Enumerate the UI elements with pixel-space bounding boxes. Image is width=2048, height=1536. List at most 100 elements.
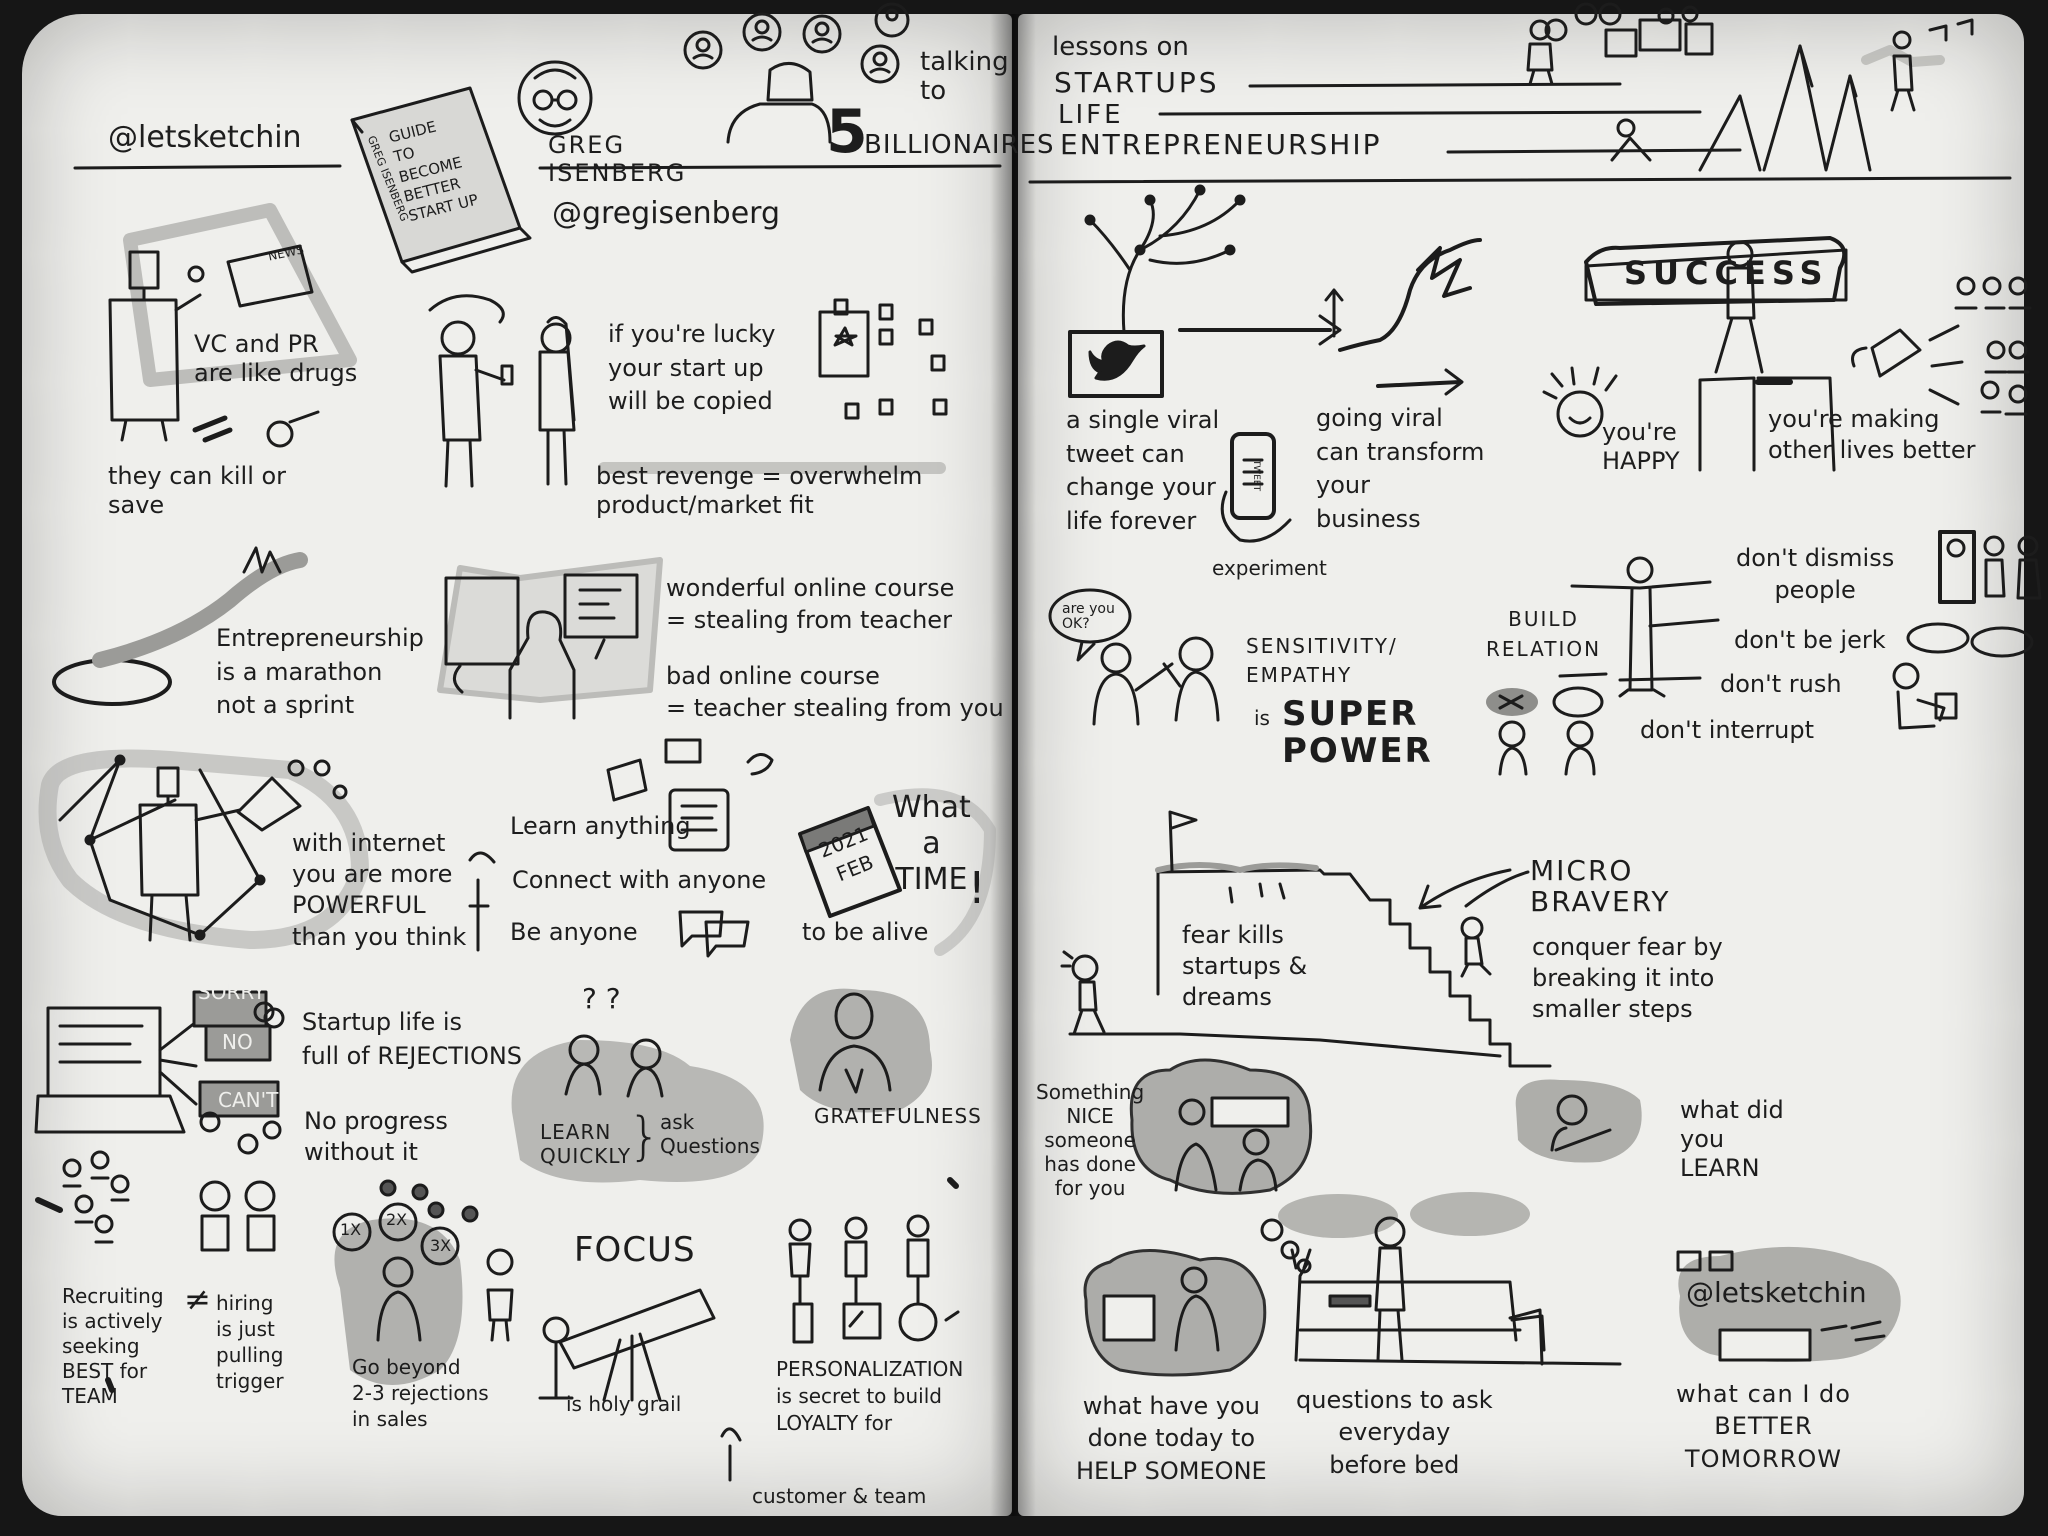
are-you-ok-bubble: are you OK?	[1062, 601, 1115, 633]
dont-jerk-text: don't be jerk	[1734, 626, 1886, 654]
talking-to-label: talking to	[920, 47, 1009, 106]
micro-bravery-title: MICRO BRAVERY	[1530, 854, 1671, 918]
internet-illustration	[38, 749, 369, 949]
notebook-gutter	[990, 14, 1036, 1516]
internet-text: with internet you are more POWERFUL than…	[292, 829, 467, 951]
rejections-text: Startup life is full of REJECTIONS	[302, 1008, 523, 1070]
book-icon	[350, 86, 532, 274]
what-did-learn-text: what did you LEARN	[1680, 1096, 1784, 1182]
something-nice-text: Something NICE someone has done for you	[1036, 1080, 1145, 1200]
lessons-on-label: lessons on	[1052, 32, 1189, 62]
not-equal-sign: ≠	[184, 1280, 211, 1318]
viral-tweet-illustration	[1068, 184, 1482, 543]
phone-label: TWEET	[1251, 459, 1262, 492]
better-tomorrow-text: what can I do BETTER TOMORROW	[1676, 1380, 1851, 1473]
is-word: is	[1254, 706, 1270, 730]
happy-text: you're HAPPY	[1602, 418, 1680, 475]
question-marks: ? ?	[582, 982, 621, 1015]
what-a-time-text: What a TIME	[892, 790, 971, 897]
conquer-text: conquer fear by breaking it into smaller…	[1532, 933, 1723, 1024]
avatar-icon	[517, 60, 593, 136]
billionaires-number: 5	[826, 97, 868, 167]
header-underline-left	[73, 164, 1002, 170]
connect-text: Connect with anyone	[512, 866, 767, 894]
vc-pr-illustration	[108, 203, 357, 448]
build-relation-text: BUILD RELATION	[1486, 607, 1602, 661]
empathy-illustration	[1048, 588, 1220, 726]
ask-questions-text: ask Questions	[660, 1110, 760, 1159]
to-be-alive-text: to be alive	[802, 918, 929, 946]
making-lives-text: you're making other lives better	[1768, 405, 1976, 465]
topic-lines	[1028, 82, 2012, 184]
learn-quickly-text: LEARN QUICKLY	[540, 1120, 632, 1169]
exclaim-mark: !	[968, 863, 986, 914]
marathon-illustration	[52, 546, 308, 706]
multiplier-1x: 1X	[340, 1220, 362, 1239]
rejection-sorry: SORRY	[198, 980, 266, 1004]
going-viral-text: going viral can transform your business	[1316, 404, 1485, 533]
handle-text: @letsketchin	[108, 120, 302, 155]
course-bad-text: bad online course = teacher stealing fro…	[666, 662, 1004, 723]
telescope-icon	[538, 1288, 716, 1402]
topic-startups: STARTUPS	[1054, 66, 1220, 99]
success-illustration	[1542, 236, 2032, 472]
superpower-text: SUPER POWER	[1282, 694, 1433, 772]
gratefulness-illustration	[790, 988, 932, 1113]
beyond-text: Go beyond 2-3 rejections in sales	[352, 1355, 489, 1431]
success-banner-text: SUCCESS	[1624, 254, 1829, 292]
customer-team-text: customer & team	[752, 1484, 927, 1508]
viral-tweet-text: a single viral tweet can change your lif…	[1066, 406, 1220, 535]
topic-entrepreneurship: ENTREPRENEURSHIP	[1060, 128, 1382, 161]
calendar-icon	[798, 788, 996, 956]
author-name: GREG ISENBERG	[548, 131, 687, 187]
focus-title: FOCUS	[574, 1230, 696, 1270]
vc-pr-text: VC and PR are like drugs	[194, 330, 358, 388]
course-good-text: wonderful online course = stealing from …	[666, 574, 955, 635]
rejections-illustration	[34, 990, 285, 1155]
billionaires-word: BILLIONAIRES	[864, 130, 1055, 160]
dont-interrupt-text: don't interrupt	[1640, 716, 1814, 744]
billionaire-heads-icon	[683, 2, 910, 144]
experiment-text: experiment	[1212, 556, 1327, 580]
author-handle: @gregisenberg	[552, 196, 781, 231]
gratefulness-text: GRATEFULNESS	[814, 1104, 982, 1128]
build-relation-illustration	[1486, 530, 2042, 776]
rejection-cant: CAN'T	[218, 1088, 279, 1112]
learn-quickly-illustration	[511, 1034, 764, 1183]
multiplier-2x: 2X	[386, 1210, 408, 1229]
fear-stairs-illustration	[1060, 810, 1552, 1068]
bedtime-illustration	[1083, 1058, 1901, 1377]
personalization-text: PERSONALIZATION is secret to build LOYAL…	[776, 1357, 964, 1435]
kill-or-save-text: they can kill or save	[108, 462, 287, 520]
questions-bed-text: questions to ask everyday before bed	[1296, 1386, 1493, 1479]
copied-illustration	[428, 294, 948, 488]
help-someone-text: what have you done today to HELP SOMEONE	[1076, 1392, 1267, 1485]
recruiting-illustration	[62, 1150, 276, 1252]
hiring-text: hiring is just pulling trigger	[216, 1291, 284, 1393]
learn-connect-illustration	[468, 738, 774, 958]
no-progress-text: No progress without it	[304, 1107, 448, 1167]
personalization-illustration	[720, 1214, 938, 1482]
revenge-text: best revenge = overwhelm product/market …	[596, 462, 923, 520]
learn-anything-text: Learn anything	[510, 812, 691, 840]
topic-life: LIFE	[1058, 100, 1124, 130]
rejection-no: NO	[222, 1030, 253, 1054]
small-faces-icons	[1544, 2, 1622, 42]
multiplier-illustration	[332, 1179, 514, 1385]
copied-text: if you're lucky your start up will be co…	[608, 320, 776, 416]
multiplier-3x: 3X	[430, 1236, 452, 1255]
be-anyone-text: Be anyone	[510, 918, 638, 946]
brace-glyph: }	[628, 1107, 662, 1167]
mountain-illustration	[1526, 5, 1974, 172]
footer-handle: @letsketchin	[1686, 1276, 1867, 1309]
marathon-text: Entrepreneurship is a marathon not a spr…	[216, 624, 424, 720]
holy-grail-text: is holy grail	[566, 1392, 682, 1416]
online-course-illustration	[437, 557, 663, 720]
sensitivity-text: SENSITIVITY/ EMPATHY	[1246, 634, 1398, 687]
fear-kills-text: fear kills startups & dreams	[1182, 921, 1308, 1012]
dont-dismiss-text: don't dismiss people	[1736, 544, 1895, 605]
dont-rush-text: don't rush	[1720, 670, 1842, 698]
recruiting-text: Recruiting is actively seeking BEST for …	[62, 1284, 164, 1408]
